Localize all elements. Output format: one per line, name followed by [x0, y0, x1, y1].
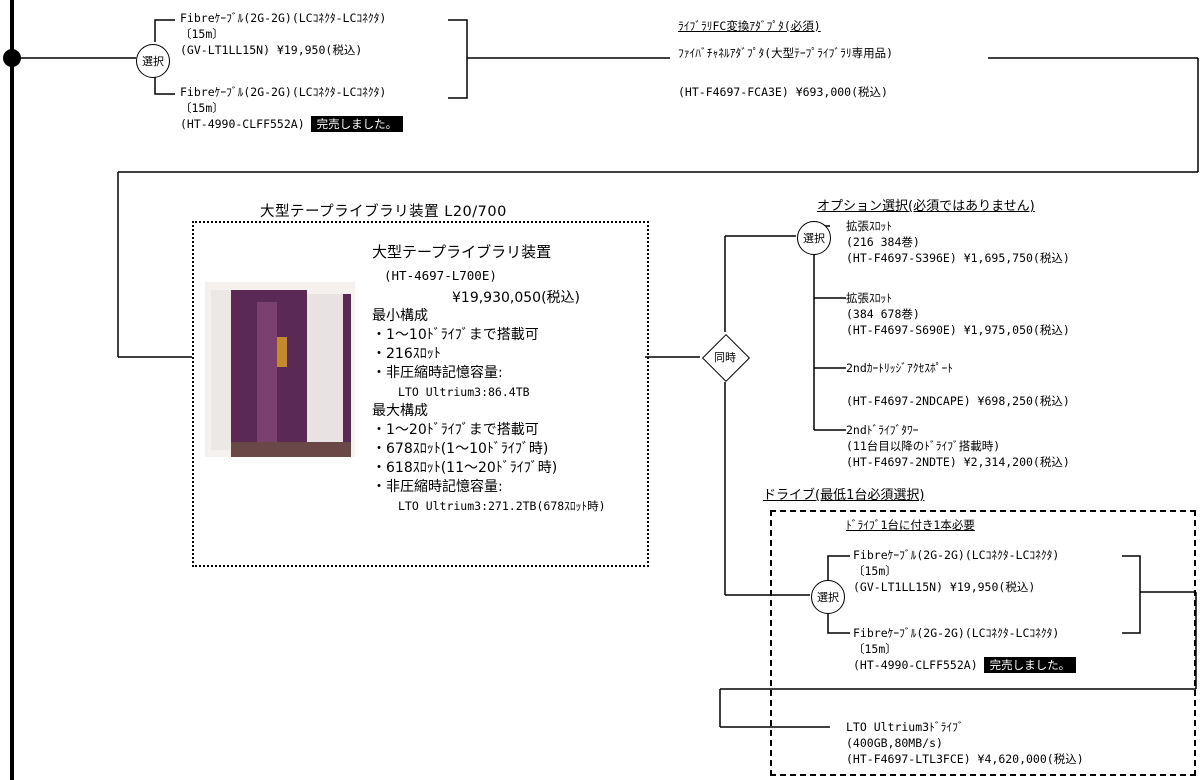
lto-code-price: (HT-F4697-LTL3FCE) ¥4,620,000(税込) — [846, 752, 1084, 766]
min-heading: 最小構成 — [372, 308, 428, 324]
max-item: ・618ｽﾛｯﾄ(11～20ﾄﾞﾗｲﾌﾞ時) — [372, 460, 558, 476]
max-item: ・678ｽﾛｯﾄ(1～10ﾄﾞﾗｲﾌﾞ時) — [372, 441, 549, 457]
min-capacity: LTO Ultrium3:86.4TB — [398, 385, 530, 399]
options-heading: オプション選択(必須ではありません) — [817, 199, 1035, 214]
cable-length: 〔15m〕 — [180, 27, 224, 41]
tape-library-photo — [205, 282, 355, 457]
option-slot1: 拡張ｽﾛｯﾄ (216 384巻) (HT-F4697-S396E) ¥1,69… — [846, 218, 1070, 266]
cable-code-price: (GV-LT1LL15N) ¥19,950(税込) — [180, 43, 363, 57]
max-heading: 最大構成 — [372, 403, 428, 419]
cable-name: Fibreｹｰﾌﾞﾙ(2G-2G)(LCｺﾈｸﾀ-LCｺﾈｸﾀ) — [853, 548, 1060, 562]
drive-box — [770, 510, 1196, 776]
option-name: 2ndﾄﾞﾗｲﾌﾞﾀﾜｰ — [846, 423, 919, 437]
unit-box — [192, 221, 649, 567]
adapter-heading: ﾗｲﾌﾞﾗﾘFC変換ｱﾀﾞﾌﾟﾀ(必須) — [678, 19, 821, 33]
adapter-name: ﾌｧｲﾊﾞﾁｬﾈﾙｱﾀﾞﾌﾟﾀ(大型ﾃｰﾌﾟﾗｲﾌﾞﾗﾘ専用品) — [678, 46, 894, 60]
cable-length: 〔15m〕 — [853, 564, 897, 578]
min-item: ・1～10ﾄﾞﾗｲﾌﾞまで搭載可 — [372, 327, 539, 343]
select-badge-top: 選択 — [136, 44, 170, 78]
cable-name: Fibreｹｰﾌﾞﾙ(2G-2G)(LCｺﾈｸﾀ-LCｺﾈｸﾀ) — [180, 85, 387, 99]
adapter-code-price: (HT-F4697-FCA3E) ¥693,000(税込) — [678, 85, 888, 99]
option-slot2: 拡張ｽﾛｯﾄ (384 678巻) (HT-F4697-S690E) ¥1,97… — [846, 290, 1070, 338]
option-range: (216 384巻) — [846, 235, 920, 249]
option-range: (384 678巻) — [846, 307, 920, 321]
min-item: ・非圧縮時記憶容量: — [372, 365, 503, 381]
select-badge-drive: 選択 — [811, 580, 845, 614]
min-config: 最小構成 ・1～10ﾄﾞﾗｲﾌﾞまで搭載可 ・216ｽﾛｯﾄ ・非圧縮時記憶容量… — [372, 307, 606, 516]
option-access-port-name: 2ndｶｰﾄﾘｯｼﾞｱｸｾｽﾎﾟｰﾄ — [846, 361, 954, 375]
option-name: 拡張ｽﾛｯﾄ — [846, 219, 892, 233]
cable-code-price: (GV-LT1LL15N) ¥19,950(税込) — [853, 580, 1036, 594]
option-name: 拡張ｽﾛｯﾄ — [846, 291, 892, 305]
cable-name: Fibreｹｰﾌﾞﾙ(2G-2G)(LCｺﾈｸﾀ-LCｺﾈｸﾀ) — [180, 11, 387, 25]
option-code-price: (HT-F4697-2NDTE) ¥2,314,200(税込) — [846, 455, 1070, 469]
max-item: ・1～20ﾄﾞﾗｲﾌﾞまで搭載可 — [372, 422, 539, 438]
option-drive-tower: 2ndﾄﾞﾗｲﾌﾞﾀﾜｰ (11台目以降のﾄﾞﾗｲﾌﾞ搭載時) (HT-F469… — [846, 422, 1070, 470]
drive-heading: ドライブ(最低1台必須選択) — [763, 488, 925, 503]
unit-price: ¥19,930,050(税込) — [452, 290, 580, 306]
unit-name: 大型テープライブラリ装置 — [372, 243, 552, 261]
drive-cable1: Fibreｹｰﾌﾞﾙ(2G-2G)(LCｺﾈｸﾀ-LCｺﾈｸﾀ) 〔15m〕 (… — [853, 547, 1059, 595]
drive-cable2: Fibreｹｰﾌﾞﾙ(2G-2G)(LCｺﾈｸﾀ-LCｺﾈｸﾀ) 〔15m〕 (… — [853, 625, 1077, 673]
max-capacity: LTO Ultrium3:271.2TB(678ｽﾛｯﾄ時) — [398, 499, 606, 513]
drive-lto: LTO Ultrium3ﾄﾞﾗｲﾌﾞ (400GB,80MB/s) (HT-F4… — [846, 719, 1084, 767]
cable-code: (HT-4990-CLFF552A) — [180, 117, 305, 131]
cable-name: Fibreｹｰﾌﾞﾙ(2G-2G)(LCｺﾈｸﾀ-LCｺﾈｸﾀ) — [853, 626, 1060, 640]
option-access-port-code-price: (HT-F4697-2NDCAPE) ¥698,250(税込) — [846, 394, 1070, 408]
option-code-price: (HT-F4697-S396E) ¥1,695,750(税込) — [846, 251, 1070, 265]
soldout-badge: 完売しました。 — [310, 116, 404, 132]
lto-spec: (400GB,80MB/s) — [846, 736, 943, 750]
option-code-price: (HT-F4697-S690E) ¥1,975,050(税込) — [846, 323, 1070, 337]
cable-code: (HT-4990-CLFF552A) — [853, 658, 978, 672]
soldout-badge: 完売しました。 — [983, 657, 1077, 673]
option-note: (11台目以降のﾄﾞﾗｲﾌﾞ搭載時) — [846, 439, 1001, 453]
top-cable1: Fibreｹｰﾌﾞﾙ(2G-2G)(LCｺﾈｸﾀ-LCｺﾈｸﾀ) 〔15m〕 (… — [180, 10, 386, 58]
select-badge-options: 選択 — [797, 221, 831, 255]
unit-box-title: 大型テープライブラリ装置 L20/700 — [260, 204, 507, 220]
simultaneous-diamond: 同時 — [700, 332, 751, 383]
unit-code: (HT-4697-L700E) — [384, 268, 497, 283]
cable-length: 〔15m〕 — [853, 642, 897, 656]
min-item: ・216ｽﾛｯﾄ — [372, 346, 441, 362]
top-cable2: Fibreｹｰﾌﾞﾙ(2G-2G)(LCｺﾈｸﾀ-LCｺﾈｸﾀ) 〔15m〕 (… — [180, 84, 404, 132]
drive-sub-heading: ﾄﾞﾗｲﾌﾞ1台に付き1本必要 — [846, 518, 975, 532]
max-item: ・非圧縮時記憶容量: — [372, 479, 503, 495]
cable-length: 〔15m〕 — [180, 101, 224, 115]
simultaneous-label: 同時 — [714, 351, 736, 364]
lto-name: LTO Ultrium3ﾄﾞﾗｲﾌﾞ — [846, 720, 964, 734]
